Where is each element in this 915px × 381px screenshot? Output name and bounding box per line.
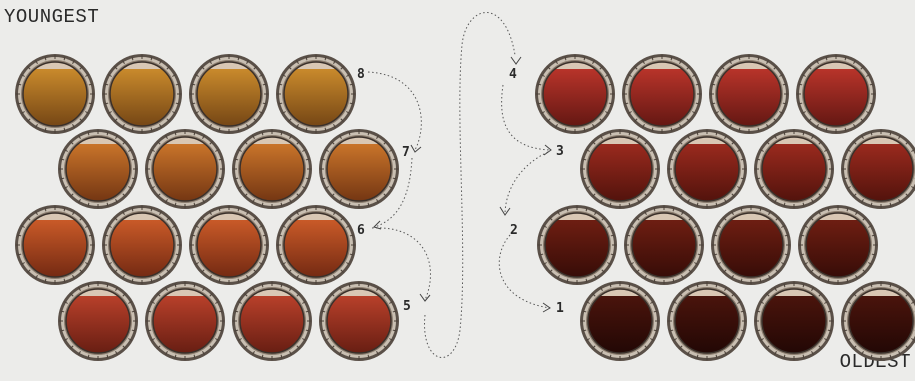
youngest-label: YOUNGEST bbox=[4, 6, 100, 28]
oldest-barrel bbox=[709, 54, 789, 134]
path-3-to-2 bbox=[504, 151, 549, 216]
step-label-6: 6 bbox=[357, 223, 365, 238]
path-8-to-7 bbox=[367, 71, 422, 151]
oldest-barrel bbox=[754, 281, 834, 361]
oldest-barrel bbox=[580, 129, 660, 209]
arrowhead-3 bbox=[543, 144, 552, 156]
arrowhead-5 bbox=[419, 293, 431, 302]
youngest-barrel bbox=[276, 54, 356, 134]
path-2-to-1 bbox=[498, 234, 551, 309]
oldest-barrel bbox=[535, 54, 615, 134]
step-label-2: 2 bbox=[510, 223, 518, 238]
step-label-5: 5 bbox=[403, 299, 411, 314]
youngest-barrel bbox=[102, 205, 182, 285]
arrowhead-1 bbox=[542, 302, 551, 313]
oldest-barrel bbox=[841, 129, 915, 209]
oldest-barrel bbox=[624, 205, 704, 285]
step-label-8: 8 bbox=[357, 67, 365, 82]
arrowhead-7 bbox=[410, 144, 422, 153]
barrel-grid bbox=[15, 54, 915, 361]
oldest-barrel bbox=[754, 129, 834, 209]
oldest-barrel bbox=[580, 281, 660, 361]
path-6-to-5 bbox=[371, 227, 431, 301]
oldest-barrel bbox=[667, 281, 747, 361]
oldest-barrel bbox=[796, 54, 876, 134]
transfer-paths bbox=[367, 12, 551, 358]
oldest-barrel bbox=[537, 205, 617, 285]
arrowhead-2 bbox=[499, 206, 511, 216]
oldest-barrel bbox=[798, 205, 878, 285]
arrowhead-6 bbox=[373, 220, 382, 230]
youngest-barrel bbox=[232, 281, 312, 361]
youngest-barrel bbox=[15, 54, 95, 134]
youngest-barrel bbox=[145, 281, 225, 361]
youngest-barrel bbox=[15, 205, 95, 285]
youngest-barrel bbox=[189, 205, 269, 285]
step-label-3: 3 bbox=[556, 144, 564, 159]
oldest-barrel bbox=[667, 129, 747, 209]
step-label-7: 7 bbox=[402, 145, 410, 160]
oldest-barrel bbox=[841, 281, 915, 361]
step-label-4: 4 bbox=[509, 67, 517, 82]
youngest-barrel bbox=[58, 129, 138, 209]
step-label-1: 1 bbox=[556, 301, 564, 316]
youngest-barrel bbox=[145, 129, 225, 209]
youngest-barrel bbox=[232, 129, 312, 209]
youngest-barrel bbox=[319, 129, 399, 209]
youngest-barrel bbox=[189, 54, 269, 134]
youngest-barrel bbox=[276, 205, 356, 285]
youngest-barrel bbox=[319, 281, 399, 361]
oldest-barrel bbox=[711, 205, 791, 285]
youngest-barrel bbox=[102, 54, 182, 134]
youngest-barrel bbox=[58, 281, 138, 361]
path-5-to-4 bbox=[424, 12, 516, 358]
oldest-barrel bbox=[622, 54, 702, 134]
arrowhead-4 bbox=[510, 56, 522, 65]
